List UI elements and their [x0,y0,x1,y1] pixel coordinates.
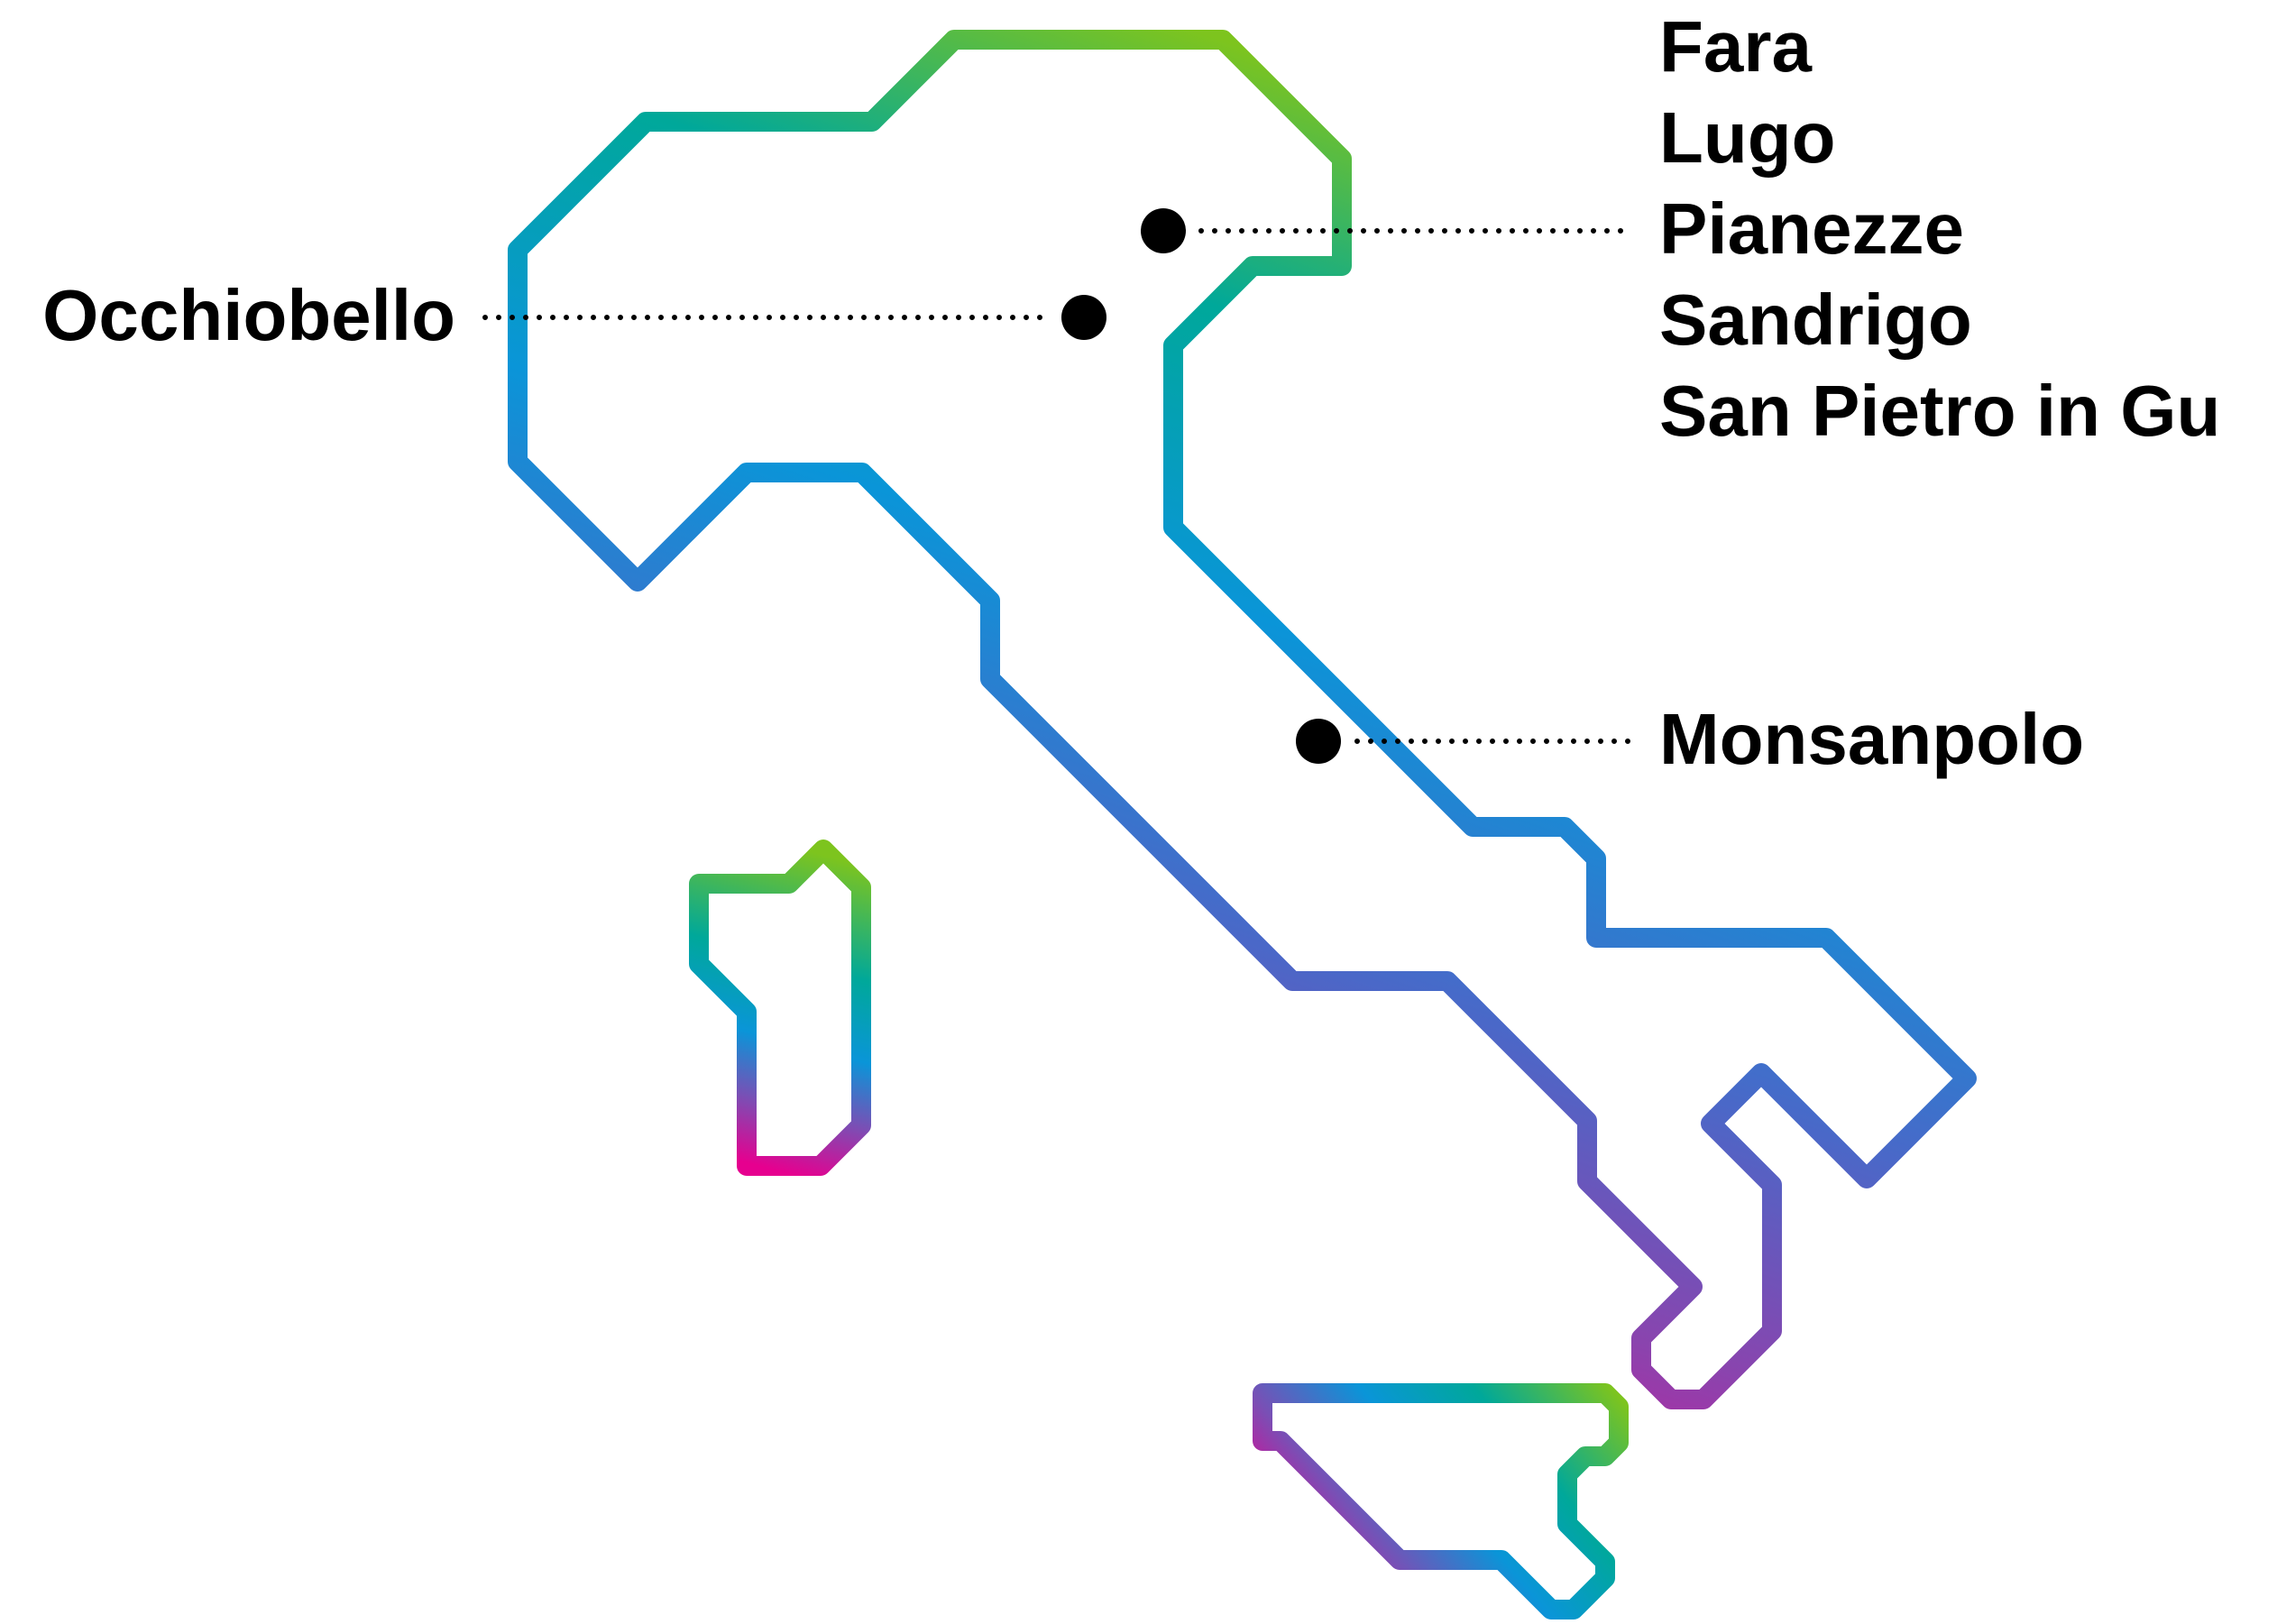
marker-dot[interactable] [1296,719,1341,764]
marker-dot[interactable] [1061,295,1106,340]
place-label-sandrigo: Sandrigo [1659,280,1972,360]
marker-north-west[interactable]: Occhiobello [42,275,1106,355]
place-label-monsanpolo: Monsanpolo [1659,699,2084,779]
place-label-san-pietro-in-gu: San Pietro in Gu [1659,371,2220,451]
place-label-pianezze: Pianezze [1659,188,1964,269]
sicily-outline [1253,1383,1629,1619]
place-label-fara: Fara [1659,6,1812,87]
marker-dot[interactable] [1141,208,1186,253]
marker-center-east[interactable]: Monsanpolo [1296,699,2084,779]
mainland-outline [508,30,1977,1409]
sardinia-outline [689,840,871,1176]
marker-north-east[interactable]: Fara Lugo Pianezze Sandrigo San Pietro i… [1141,6,2220,451]
place-label-occhiobello: Occhiobello [42,275,455,355]
place-label-lugo: Lugo [1659,97,1835,178]
